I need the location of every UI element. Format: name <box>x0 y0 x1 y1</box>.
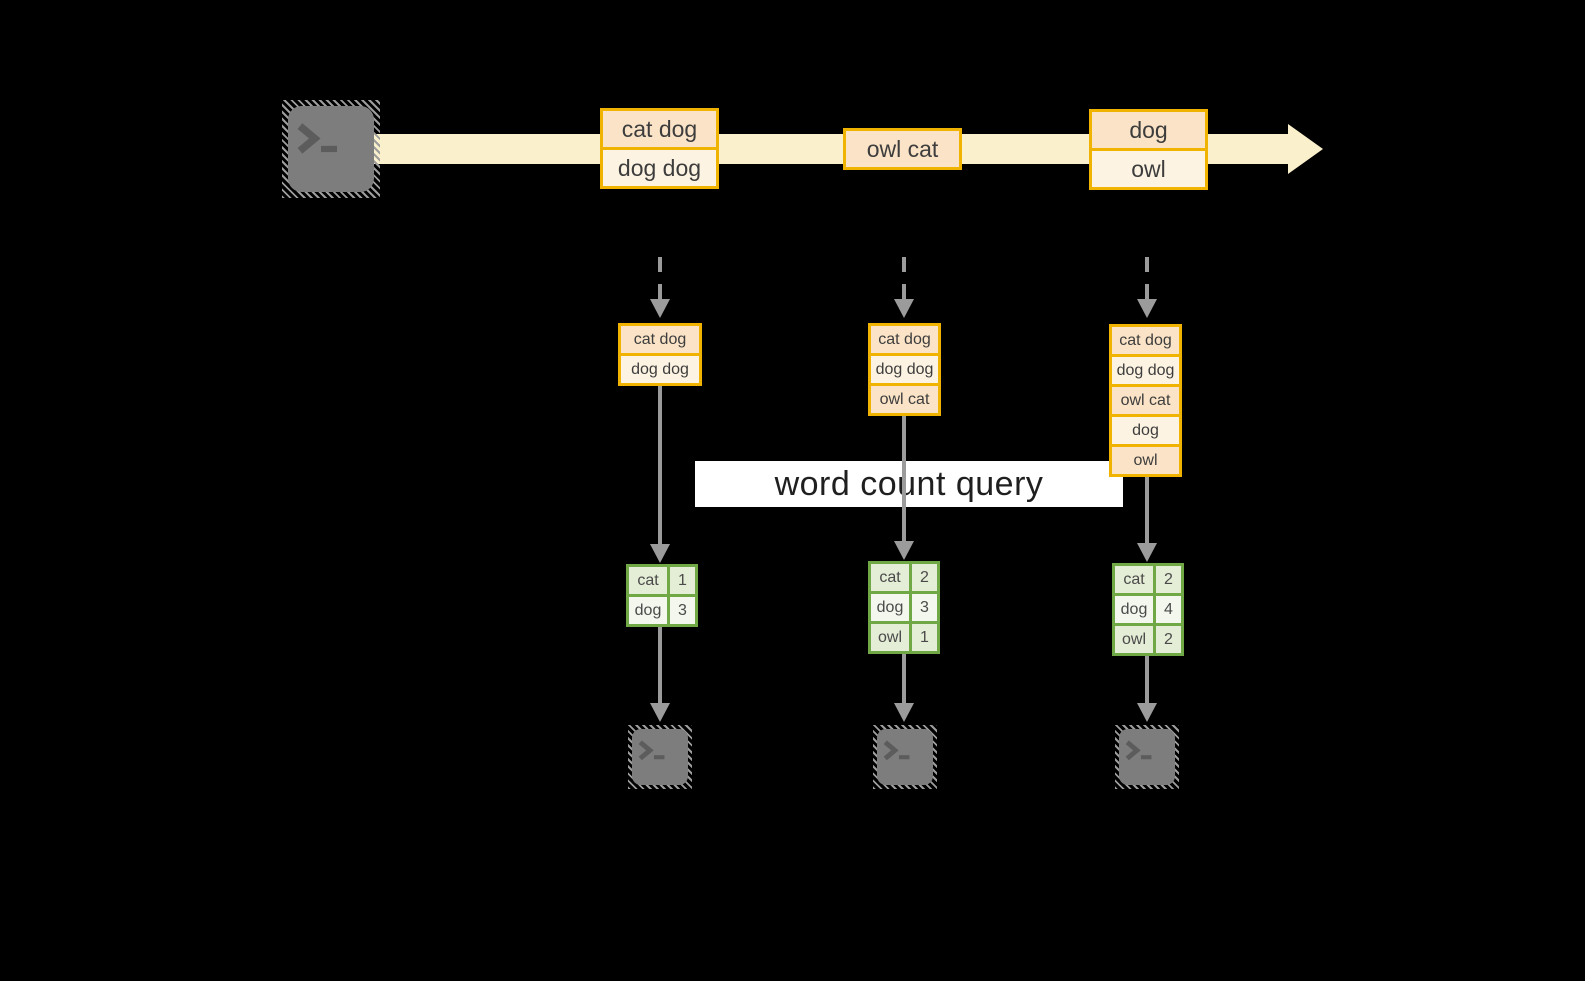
terminal-icon <box>1115 725 1179 789</box>
dashed-arrow-head-icon <box>894 299 914 318</box>
count-value: 1 <box>670 567 695 594</box>
count-value: 1 <box>912 624 937 651</box>
query-arrow-head-icon <box>1137 543 1157 562</box>
dashed-arrow-line <box>902 257 906 299</box>
state-stack-3: cat dog dog dog owl cat dog owl <box>1109 324 1182 477</box>
stream-record: cat dog <box>603 111 716 147</box>
count-table-2: cat 2 dog 3 owl 1 <box>868 561 940 654</box>
prompt-glyph-icon <box>638 740 665 761</box>
stream-record: owl <box>1092 151 1205 187</box>
query-arrow-head-icon <box>894 541 914 560</box>
stream-arrowhead-icon <box>1288 124 1323 174</box>
count-word: dog <box>629 597 667 624</box>
terminal-icon <box>282 100 380 198</box>
output-arrow-head-icon <box>1137 703 1157 722</box>
count-value: 2 <box>912 564 937 591</box>
count-table-3: cat 2 dog 4 owl 2 <box>1112 563 1184 656</box>
stream-batch-1: cat dog dog dog <box>600 108 719 189</box>
output-arrow-line <box>1145 656 1149 703</box>
count-value: 3 <box>912 594 937 621</box>
count-value: 3 <box>670 597 695 624</box>
count-word: dog <box>1115 596 1153 623</box>
state-record: owl cat <box>871 386 938 413</box>
output-arrow-head-icon <box>650 703 670 722</box>
query-arrow-line <box>1145 477 1149 543</box>
state-stack-1: cat dog dog dog <box>618 323 702 386</box>
count-word: cat <box>1115 566 1153 593</box>
state-record: owl <box>1112 447 1179 474</box>
output-arrow-head-icon <box>894 703 914 722</box>
terminal-screen <box>288 106 374 192</box>
stream-batch-2: owl cat <box>843 128 962 170</box>
prompt-glyph-icon <box>297 123 338 154</box>
state-record: cat dog <box>1112 327 1179 354</box>
stream-record: dog <box>1092 112 1205 148</box>
output-arrow-line <box>902 654 906 703</box>
terminal-screen <box>632 729 688 785</box>
count-word: cat <box>629 567 667 594</box>
count-word: owl <box>1115 626 1153 653</box>
count-table-1: cat 1 dog 3 <box>626 564 698 627</box>
state-stack-2: cat dog dog dog owl cat <box>868 323 941 416</box>
terminal-screen <box>877 729 933 785</box>
count-word: dog <box>871 594 909 621</box>
stream-batch-3: dog owl <box>1089 109 1208 190</box>
dashed-arrow-line <box>1145 257 1149 299</box>
state-record: cat dog <box>621 326 699 353</box>
state-record: owl cat <box>1112 387 1179 414</box>
terminal-screen <box>1119 729 1175 785</box>
state-record: dog dog <box>871 356 938 383</box>
count-word: owl <box>871 624 909 651</box>
dashed-arrow-head-icon <box>1137 299 1157 318</box>
state-record: dog dog <box>621 356 699 383</box>
state-record: cat dog <box>871 326 938 353</box>
query-arrow-line <box>658 386 662 544</box>
query-label: word count query <box>695 461 1123 507</box>
terminal-icon <box>873 725 937 789</box>
state-record: dog <box>1112 417 1179 444</box>
output-arrow-line <box>658 627 662 703</box>
count-value: 2 <box>1156 626 1181 653</box>
dashed-arrow-line <box>658 257 662 299</box>
prompt-glyph-icon <box>883 740 910 761</box>
stream-record: owl cat <box>846 131 959 167</box>
terminal-icon <box>628 725 692 789</box>
count-value: 4 <box>1156 596 1181 623</box>
query-arrow-head-icon <box>650 544 670 563</box>
count-value: 2 <box>1156 566 1181 593</box>
query-arrow-line <box>902 416 906 541</box>
stream-record: dog dog <box>603 150 716 186</box>
state-record: dog dog <box>1112 357 1179 384</box>
prompt-glyph-icon <box>1125 740 1152 761</box>
count-word: cat <box>871 564 909 591</box>
dashed-arrow-head-icon <box>650 299 670 318</box>
